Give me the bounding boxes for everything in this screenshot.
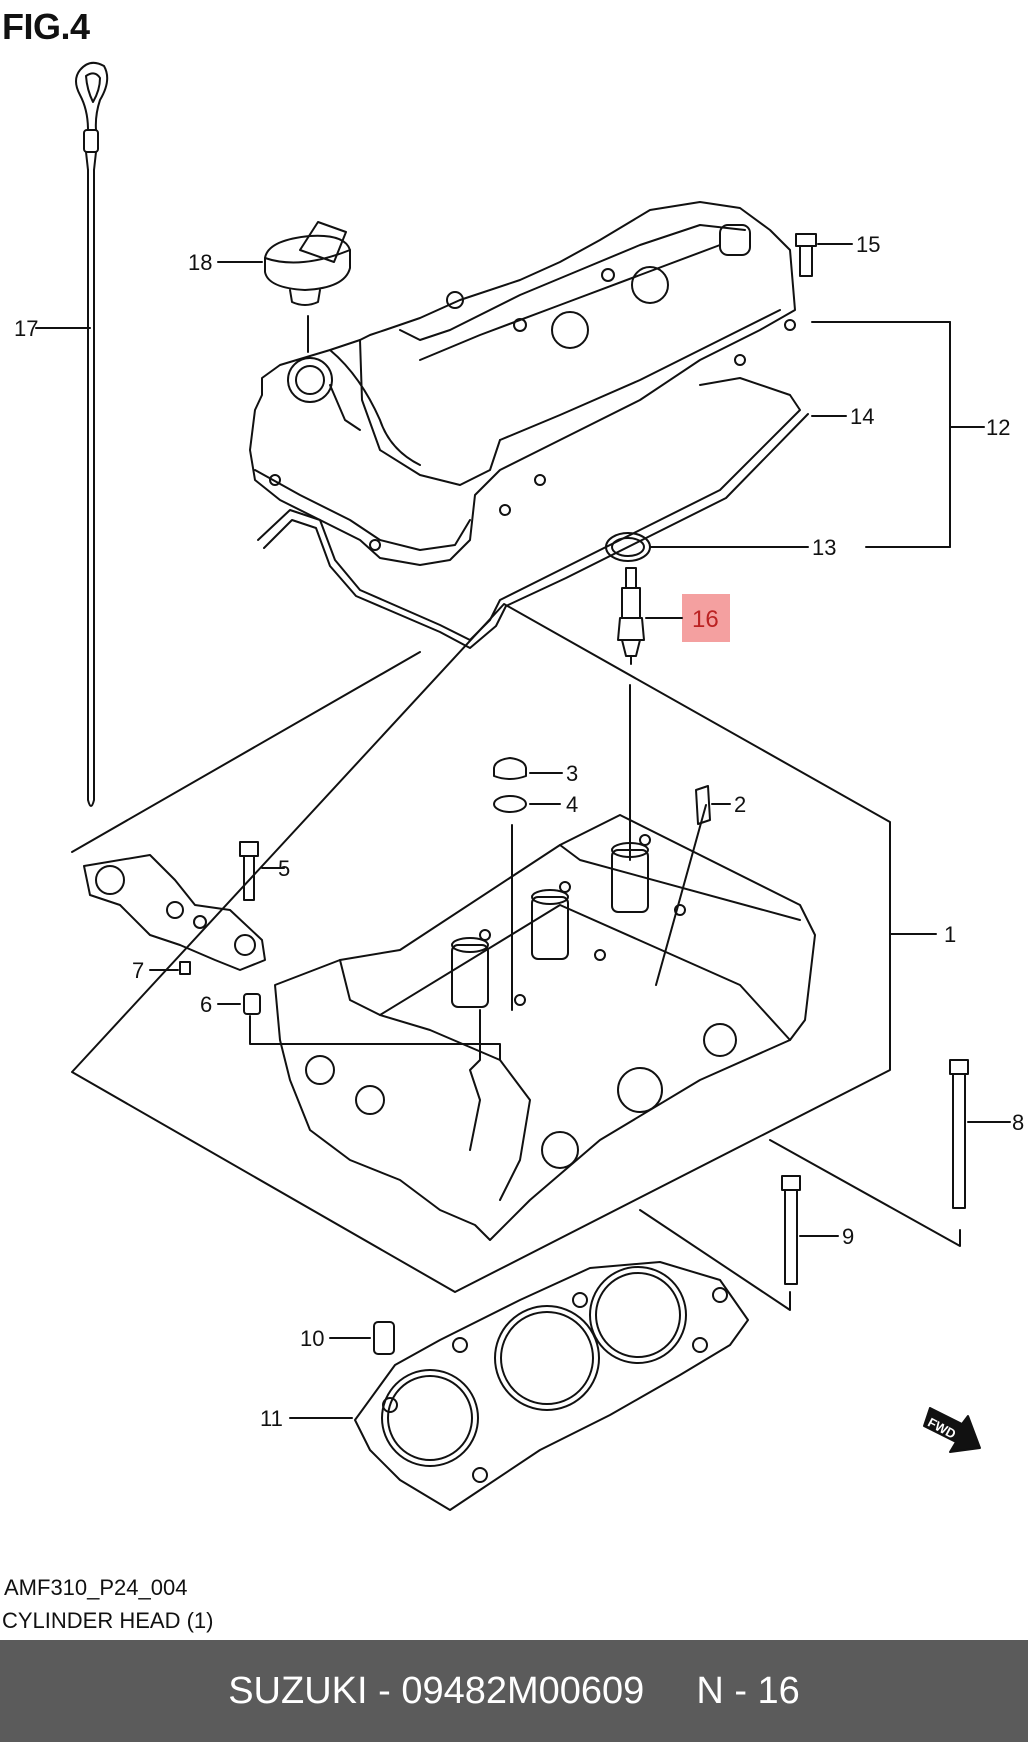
cam-cap-bolt-part <box>239 841 259 901</box>
spark-plug-part <box>617 567 645 665</box>
callout-6: 6 <box>200 992 212 1017</box>
fwd-arrow-icon: FWD <box>923 1407 981 1453</box>
footer-ref: N - 16 <box>696 1669 800 1712</box>
callout-14: 14 <box>850 404 874 429</box>
callout-16: 16 <box>692 606 719 633</box>
oil-cap-part <box>264 221 351 306</box>
cylinder-head-part <box>274 814 816 1241</box>
cover-bolt-part <box>795 233 817 277</box>
figure-title: FIG.4 <box>2 6 90 47</box>
callout-11: 11 <box>260 1406 283 1431</box>
callout-7: 7 <box>132 958 144 983</box>
callout-8: 8 <box>1012 1110 1024 1135</box>
callout-17: 17 <box>14 316 38 341</box>
callout-18: 18 <box>188 250 212 275</box>
callout-1: 1 <box>944 922 956 947</box>
dowel-part <box>373 1321 395 1355</box>
sleeve-part <box>243 993 261 1015</box>
cylinder-head-cover-part <box>249 201 796 566</box>
dowel-pin-part <box>179 961 191 975</box>
diagram-name: CYLINDER HEAD (1) <box>2 1608 214 1633</box>
callout-9: 9 <box>842 1224 854 1249</box>
exploded-parts-diagram: FWD 1 2 3 4 5 6 7 8 9 10 11 12 13 14 15 … <box>14 61 1024 1511</box>
callout-2: 2 <box>734 792 746 817</box>
callout-15: 15 <box>856 232 880 257</box>
footer-brand-part: SUZUKI - 09482M00609 <box>228 1669 645 1712</box>
o-ring-part <box>605 532 651 562</box>
callout-3: 3 <box>566 761 578 786</box>
dipstick-part <box>75 61 109 807</box>
callout-12: 12 <box>986 415 1010 440</box>
highlight-box <box>682 594 730 642</box>
head-bolt-long-part <box>949 1059 969 1209</box>
callout-13: 13 <box>812 535 836 560</box>
valve-guide-part <box>695 785 711 825</box>
plug-part <box>493 757 527 780</box>
footer-bar: SUZUKI - 09482M00609 N - 16 <box>0 1640 1028 1742</box>
diagram-code: AMF310_P24_004 <box>4 1575 188 1600</box>
washer-part <box>493 795 527 813</box>
head-gasket-part <box>354 1261 749 1511</box>
head-bolt-part <box>781 1175 801 1285</box>
callout-4: 4 <box>566 792 578 817</box>
callout-10: 10 <box>300 1326 324 1351</box>
callout-5: 5 <box>278 856 290 881</box>
camshaft-housing-part <box>83 854 266 971</box>
